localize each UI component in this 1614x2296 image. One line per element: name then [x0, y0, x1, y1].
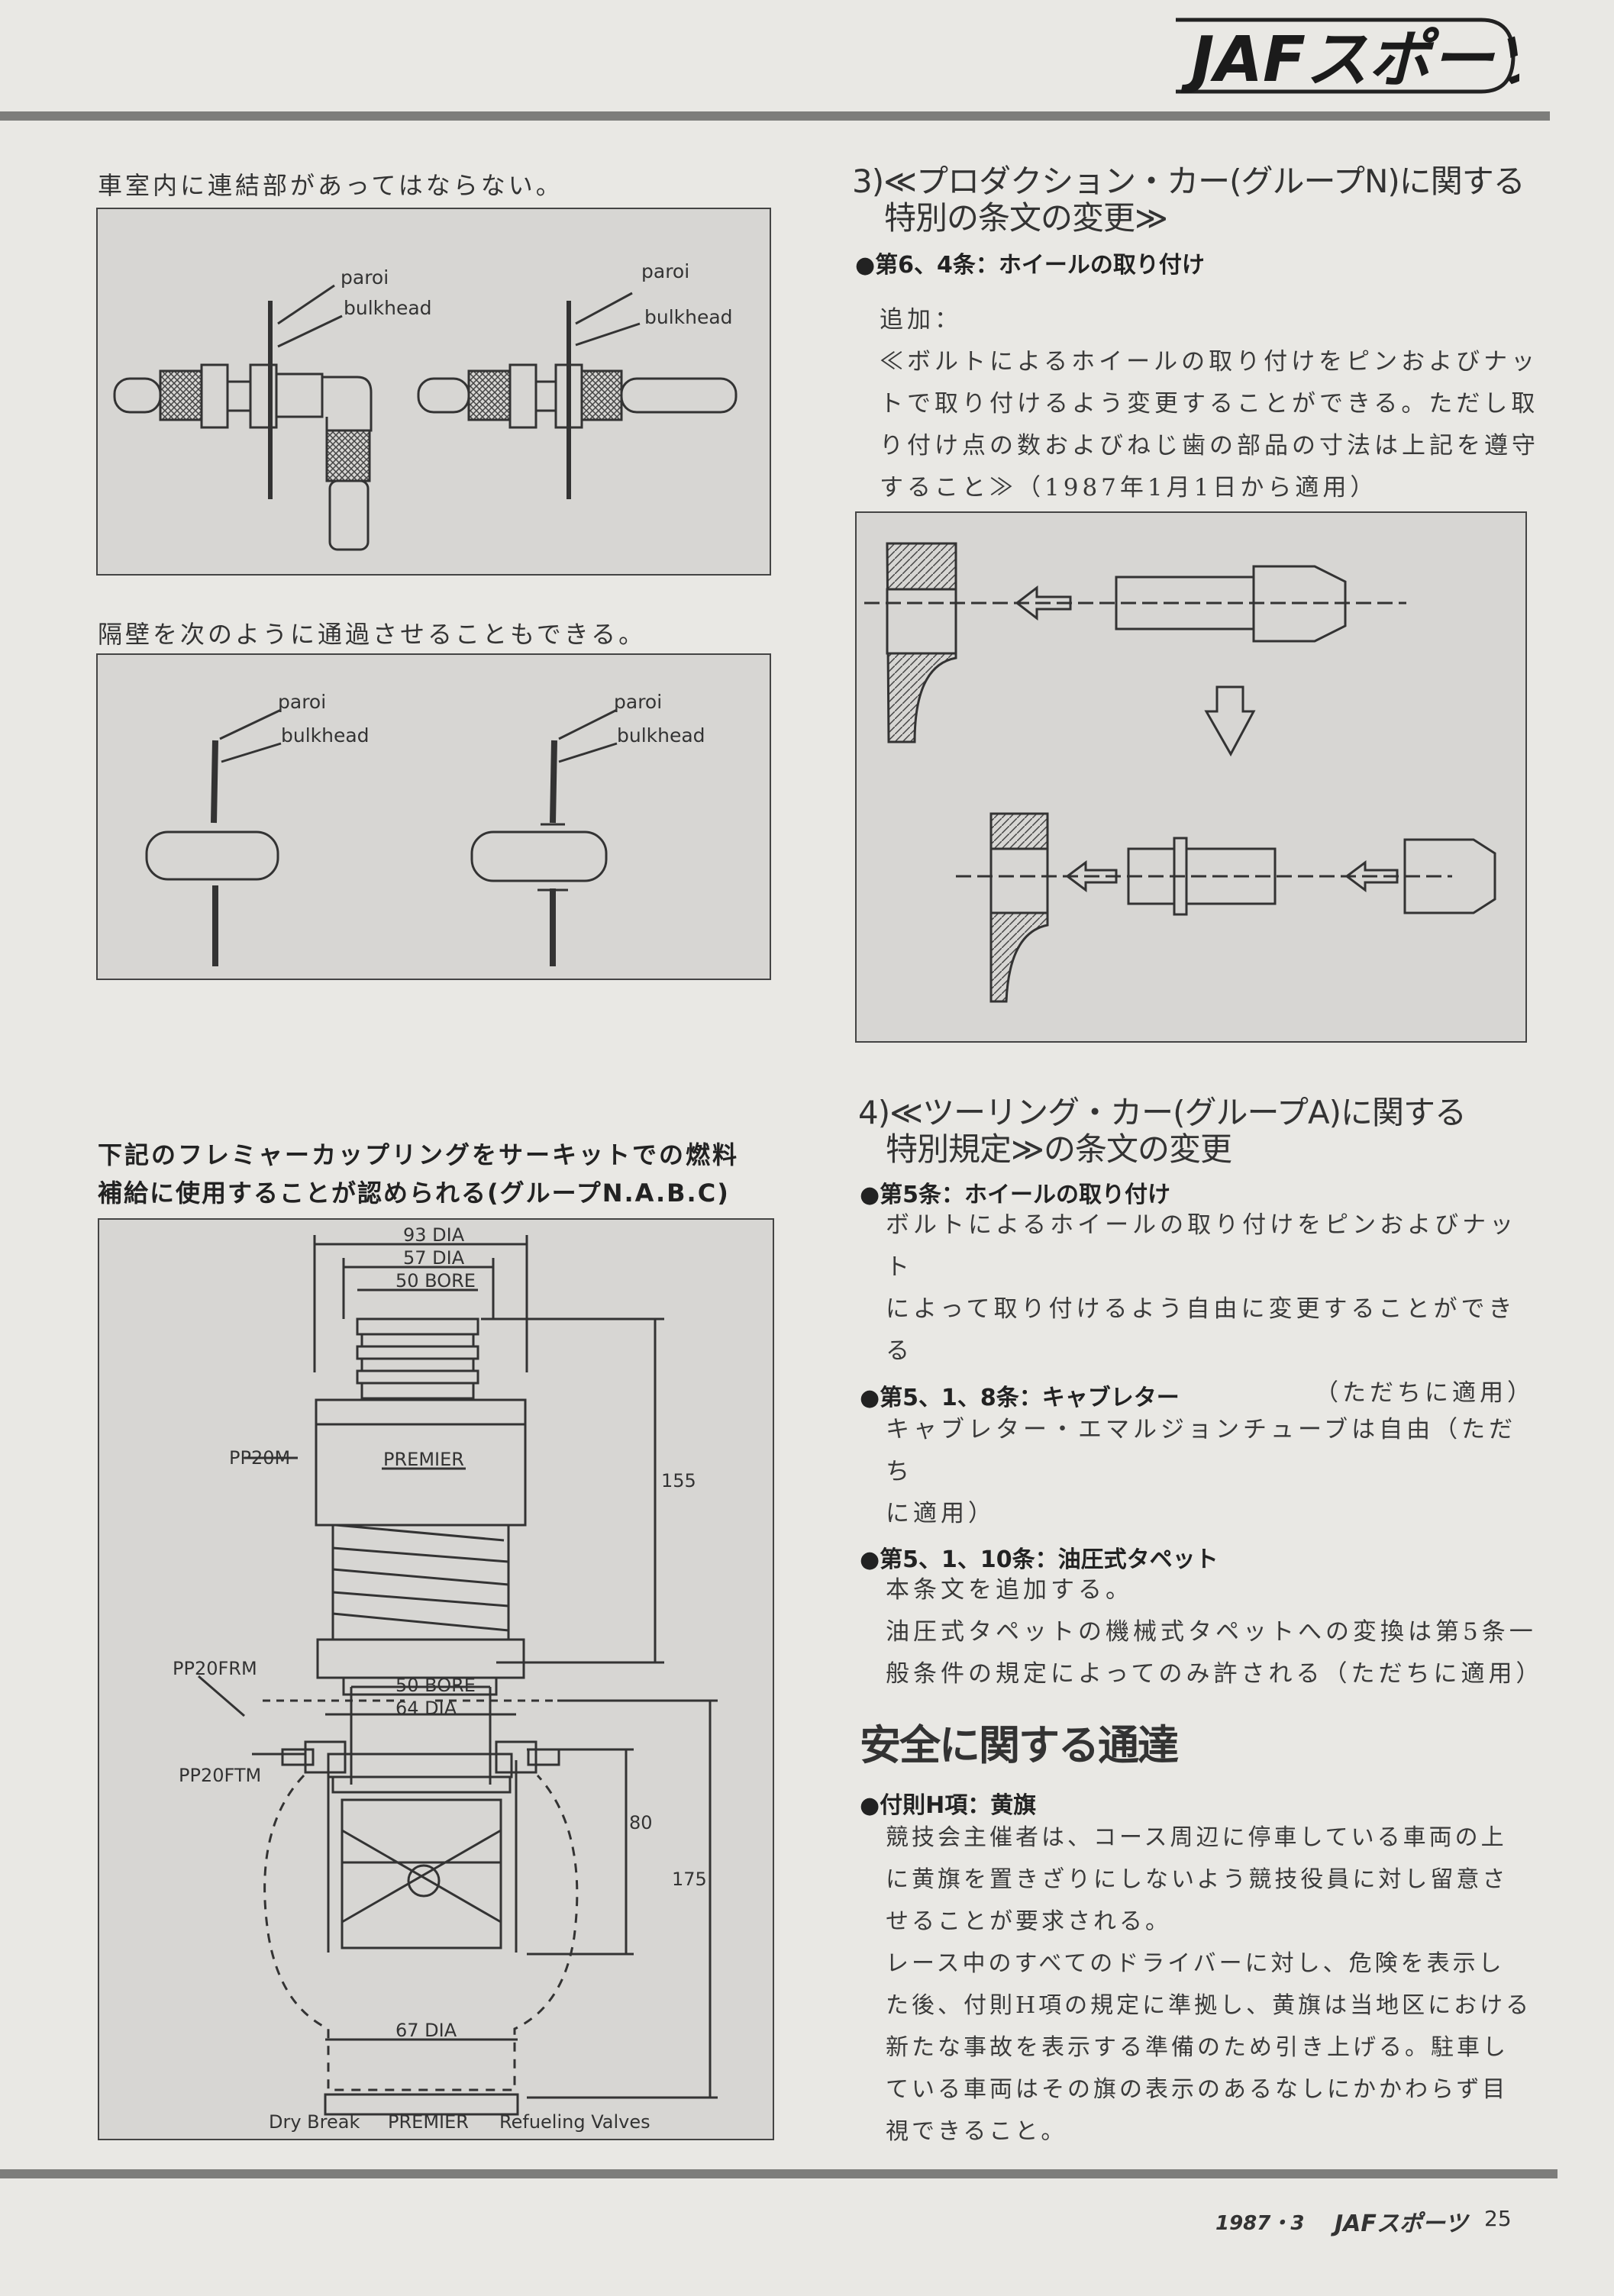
label-paroi-4: paroi [614, 691, 662, 713]
safety-title: 安全に関する通達 [860, 1721, 1179, 1769]
sec3-line-3: り付け点の数およびねじ歯の部品の寸法は上記を遵守 [880, 432, 1539, 460]
sec4-title-1: 4)≪ツーリング・カー(グループA)に関する [858, 1094, 1467, 1131]
dim-175: 175 [672, 1869, 707, 1890]
label-pp20m: PP20M [229, 1447, 290, 1469]
logo-text: JAFスポーツ [1180, 24, 1519, 96]
label-pp20ftm: PP20FTM [179, 1765, 261, 1786]
caption-no-joints: 車室内に連結部があってはならない。 [98, 171, 563, 200]
figure-bulkhead-joints: paroi bulkhead paroi bulkhead [96, 208, 771, 576]
label-pp20frm: PP20FRM [173, 1658, 257, 1679]
safety-item: ●付則H項：黄旗 [860, 1792, 1037, 1819]
sec4-item3-line-0: 本条文を追加する。 [886, 1576, 1133, 1604]
label-bulkhead-2: bulkhead [644, 306, 733, 328]
figure-premier-coupling: 93 DIA 57 DIA 50 BORE PP20M PREMIER 155 … [98, 1218, 774, 2140]
sec3-line-2: トで取り付けるよう変更することができる。ただし取 [880, 390, 1539, 418]
dim-64-dia: 64 DIA [395, 1698, 457, 1719]
safety-line-3: レース中のすべてのドライバーに対し、危険を表示し [886, 1950, 1505, 1977]
caption-premier: PREMIER [388, 2111, 469, 2133]
sec4-item2: ●第5、1、8条：キャブレター [860, 1385, 1180, 1411]
sec3-line-4: すること≫（1987年1月1日から適用） [880, 474, 1378, 501]
safety-line-0: 競技会主催者は、コース周辺に停車している車両の上 [886, 1824, 1507, 1851]
sec4-item2-body: キャブレター・エマルジョンチューブは自由（ただち に適用） [886, 1409, 1535, 1535]
sec4-title-2: 特別規定≫の条文の変更 [886, 1130, 1232, 1168]
sec4-item1-line-2: （ただちに適用） [1315, 1379, 1535, 1407]
sec3-item: ●第6、4条：ホイールの取り付け [855, 252, 1205, 279]
dim-93-dia: 93 DIA [403, 1224, 465, 1246]
safety-line-5: 新たな事故を表示する準備のため引き上げる。駐車し [886, 2034, 1509, 2061]
dim-57-dia: 57 DIA [403, 1247, 465, 1269]
figure-bulkhead-pass: paroi bulkhead paroi bulkhead [96, 653, 771, 980]
sec3-line-1: ≪ボルトによるホイールの取り付けをピンおよびナッ [880, 348, 1539, 376]
label-paroi-3: paroi [278, 691, 326, 713]
coupling-intro-1: 下記のフレミャーカップリングをサーキットでの燃料 [98, 1140, 740, 1169]
magazine-logo: JAFスポーツ [1160, 14, 1561, 98]
safety-line-4: た後、付則H項の規定に準拠し、黄旗は当地区における [886, 1992, 1532, 2019]
label-bulkhead-4: bulkhead [617, 724, 705, 747]
coupling-intro-2: 補給に使用することが認められる(グループN.A.B.C) [98, 1179, 730, 1208]
sec4-item2-line-0: キャブレター・エマルジョンチューブは自由（ただち [886, 1416, 1517, 1485]
safety-line-1: に黄旗を置きざりにしないよう競技役員に対し留意さ [886, 1866, 1509, 1893]
label-paroi-2: paroi [641, 260, 689, 282]
dim-80: 80 [629, 1812, 653, 1833]
footer-issue: 1987・3 [1215, 2212, 1305, 2235]
sec3-line-0: 追加： [880, 306, 962, 334]
sec4-item3-line-1: 油圧式タペットの機械式タペットへの変換は第5条一 [886, 1618, 1537, 1646]
caption-refueling-valves: Refueling Valves [499, 2111, 650, 2133]
header-rule [0, 111, 1550, 121]
dim-50-bore-lower: 50 BORE [395, 1675, 476, 1696]
safety-body: 競技会主催者は、コース周辺に停車している車両の上 に黄旗を置きざりにしないよう競… [886, 1817, 1550, 2152]
sec3-title-2: 特別の条文の変更≫ [884, 199, 1168, 237]
dim-67-dia: 67 DIA [395, 2020, 457, 2041]
sec4-item1-body: ボルトによるホイールの取り付けをピンおよびナット によって取り付けるよう自由に変… [886, 1204, 1535, 1414]
sec4-item1-line-1: によって取り付けるよう自由に変更することができる [886, 1295, 1516, 1365]
footer-magazine: JAFスポーツ [1335, 2211, 1468, 2237]
safety-line-2: せることが要求される。 [886, 1908, 1171, 1935]
dim-50-bore: 50 BORE [395, 1270, 476, 1292]
sec3-body: 追加： ≪ボルトによるホイールの取り付けをピンおよびナッ トで取り付けるよう変更… [880, 299, 1551, 509]
sec3-title-1: 3)≪プロダクション・カー(グループN)に関する [852, 163, 1525, 200]
label-premier-body: PREMIER [383, 1449, 464, 1470]
sec4-item1: ●第5条：ホイールの取り付け [860, 1182, 1171, 1208]
sec4-item1-line-0: ボルトによるホイールの取り付けをピンおよびナット [886, 1211, 1518, 1281]
sec4-item2-line-1: に適用） [886, 1500, 996, 1527]
label-bulkhead-1: bulkhead [344, 297, 432, 319]
sec4-item3-line-2: 般条件の規定によってのみ許される（ただちに適用） [886, 1660, 1544, 1688]
label-bulkhead-3: bulkhead [281, 724, 370, 747]
safety-line-6: ている車両はその旗の表示のあるなしにかかわらず目 [886, 2076, 1509, 2103]
dim-155: 155 [661, 1470, 696, 1491]
sec4-item3: ●第5、1、10条：油圧式タペット [860, 1546, 1219, 1573]
page-number: 25 [1484, 2206, 1512, 2231]
label-paroi-1: paroi [341, 266, 389, 289]
sec4-item3-body: 本条文を追加する。 油圧式タペットの機械式タペットへの変換は第5条一 般条件の規… [886, 1569, 1542, 1695]
caption-pass-through: 隔壁を次のように通過させることもできる。 [98, 620, 647, 649]
caption-dry-break: Dry Break [269, 2111, 360, 2133]
footer-rule [0, 2169, 1558, 2178]
safety-line-7: 視できること。 [886, 2118, 1067, 2145]
figure-wheel-bolt [855, 511, 1527, 1043]
